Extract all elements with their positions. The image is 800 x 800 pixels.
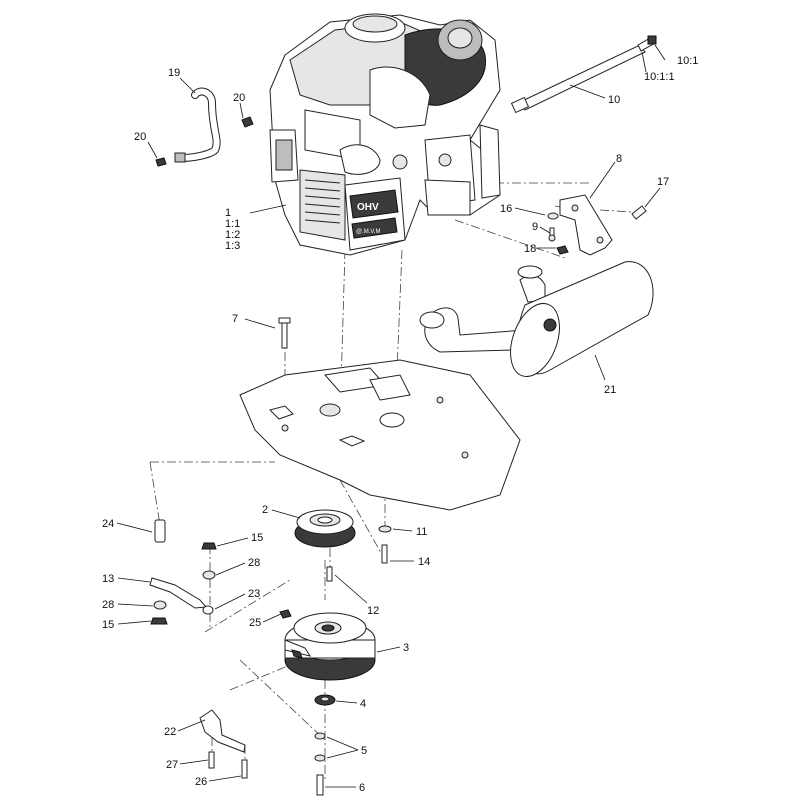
- callout-25: 25: [249, 617, 261, 629]
- callout-26: 26: [195, 776, 207, 788]
- callout-20-b: 20: [134, 131, 146, 143]
- nut-18: [556, 245, 569, 255]
- clamp-20-b: [155, 157, 167, 167]
- callout-17: 17: [657, 176, 669, 188]
- callout-1-2: 1:2: [225, 229, 240, 241]
- callout-18: 18: [524, 243, 536, 255]
- nut-15-a: [201, 542, 217, 550]
- callout-10-1-1: 10:1:1: [644, 71, 675, 83]
- pto-clutch-3: [284, 612, 376, 681]
- callout-7: 7: [232, 313, 238, 325]
- engine-assembly: OHV @.M.V.M: [249, 13, 501, 256]
- callout-11: 11: [416, 526, 427, 538]
- callout-28-a: 28: [248, 557, 260, 569]
- callout-5: 5: [361, 745, 367, 757]
- callout-8: 8: [616, 153, 622, 165]
- callout-16: 16: [500, 203, 512, 215]
- callout-23: 23: [248, 588, 260, 600]
- key-12: [326, 566, 333, 582]
- callout-28-b: 28: [102, 599, 114, 611]
- pulley-2: [294, 509, 356, 548]
- callout-1-3: 1:3: [225, 240, 240, 252]
- clutch-stop-bracket-22: [199, 709, 246, 753]
- callout-22: 22: [164, 726, 176, 738]
- washer-4: [314, 694, 336, 706]
- nut-15-b: [150, 617, 168, 625]
- callout-2: 2: [262, 504, 268, 516]
- washer-11: [378, 525, 392, 533]
- bolt-9: [548, 227, 556, 242]
- callout-4: 4: [360, 698, 366, 710]
- bolt-7: [278, 317, 291, 349]
- callout-27: 27: [166, 759, 178, 771]
- callout-20-a: 20: [233, 92, 245, 104]
- callout-15-a: 15: [251, 532, 263, 544]
- bolt-23: [202, 605, 214, 615]
- muffler-bracket-8: [559, 194, 613, 256]
- callout-21: 21: [604, 384, 616, 396]
- spacer-28-b: [153, 600, 167, 610]
- callout-1-1: 1:1: [225, 218, 240, 230]
- washer-16: [547, 212, 559, 220]
- nut-25: [279, 609, 292, 619]
- engine-badge: OHV: [357, 202, 379, 213]
- callout-labels: 19 20 20 1 1:1 1:2 1:3 10:1 10:1:1 10 8 …: [102, 55, 698, 794]
- muffler-21: [419, 261, 654, 377]
- engine-deck-plate: [239, 359, 521, 511]
- spacer-24: [154, 519, 166, 543]
- bolt-14: [381, 544, 388, 564]
- callout-1: 1: [225, 207, 231, 219]
- callout-13: 13: [102, 573, 114, 585]
- callout-12: 12: [367, 605, 379, 617]
- bolt-27: [208, 751, 215, 769]
- callout-6: 6: [359, 782, 365, 794]
- callout-10: 10: [608, 94, 620, 106]
- leader-lines: [116, 44, 666, 788]
- exhaust-tube-10: [510, 35, 657, 114]
- brake-arm-13: [149, 577, 208, 609]
- callout-15-b: 15: [102, 619, 114, 631]
- breather-hose-19: [174, 87, 221, 163]
- callout-9: 9: [532, 221, 538, 233]
- washers-5: [314, 732, 326, 762]
- callout-3: 3: [403, 642, 409, 654]
- bolt-26: [241, 759, 248, 779]
- clamp-20-a: [241, 116, 254, 128]
- bolt-17: [631, 205, 647, 220]
- callout-14: 14: [418, 556, 430, 568]
- spacer-28-a: [202, 570, 216, 580]
- callout-10-1: 10:1: [677, 55, 698, 67]
- engine-brand-text: @.M.V.M: [356, 229, 381, 235]
- callout-24: 24: [102, 518, 114, 530]
- bolt-6: [316, 774, 324, 796]
- callout-19: 19: [168, 67, 180, 79]
